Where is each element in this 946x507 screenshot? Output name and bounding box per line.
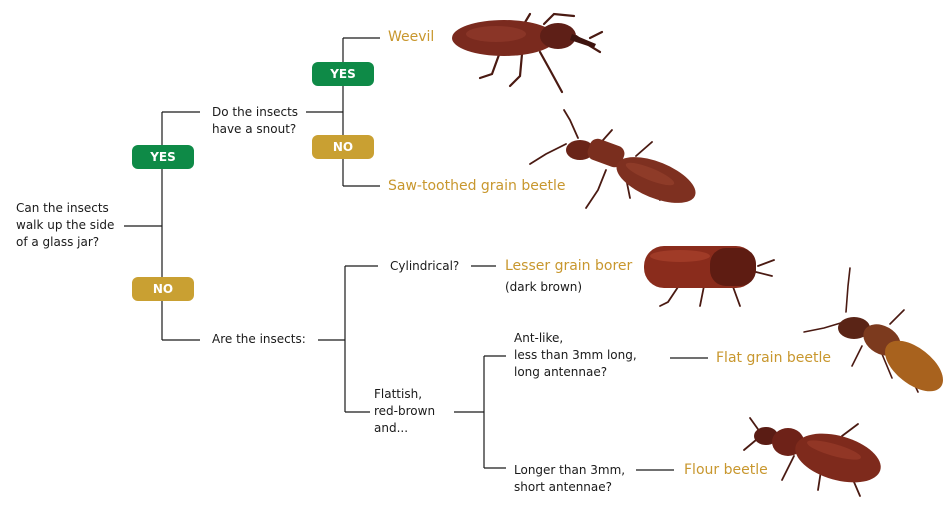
answer-lesser-grain-borer: Lesser grain borer — [505, 258, 632, 274]
antlike-question: Ant-like, less than 3mm long, long anten… — [514, 330, 637, 381]
snout-question-line1: Do the insects — [212, 104, 298, 121]
yes-badge-root: YES — [132, 145, 194, 169]
insects-are-question: Are the insects: — [212, 331, 306, 348]
longer-line2: short antennae? — [514, 479, 625, 496]
lesser-grain-borer-note: (dark brown) — [505, 280, 582, 294]
root-question: Can the insects walk up the side of a gl… — [16, 200, 114, 251]
antlike-line2: less than 3mm long, — [514, 347, 637, 364]
weevil-image — [440, 8, 610, 100]
snout-question: Do the insects have a snout? — [212, 104, 298, 138]
root-question-line2: walk up the side — [16, 217, 114, 234]
flour-beetle-image — [742, 408, 884, 504]
flattish-line3: and... — [374, 420, 435, 437]
root-question-line3: of a glass jar? — [16, 234, 114, 251]
lesser-grain-borer-image — [640, 240, 780, 312]
flattish-line1: Flattish, — [374, 386, 435, 403]
saw-toothed-grain-beetle-image — [526, 108, 704, 218]
flattish-line2: red-brown — [374, 403, 435, 420]
flattish-question: Flattish, red-brown and... — [374, 386, 435, 437]
cylindrical-question: Cylindrical? — [390, 258, 459, 275]
longer-question: Longer than 3mm, short antennae? — [514, 462, 625, 496]
flat-grain-beetle-image — [800, 266, 946, 406]
snout-question-line2: have a snout? — [212, 121, 298, 138]
antlike-line3: long antennae? — [514, 364, 637, 381]
root-question-line1: Can the insects — [16, 200, 114, 217]
antlike-line1: Ant-like, — [514, 330, 637, 347]
longer-line1: Longer than 3mm, — [514, 462, 625, 479]
answer-weevil: Weevil — [388, 29, 434, 45]
no-badge-root: NO — [132, 277, 194, 301]
yes-badge-snout: YES — [312, 62, 374, 86]
no-badge-snout: NO — [312, 135, 374, 159]
